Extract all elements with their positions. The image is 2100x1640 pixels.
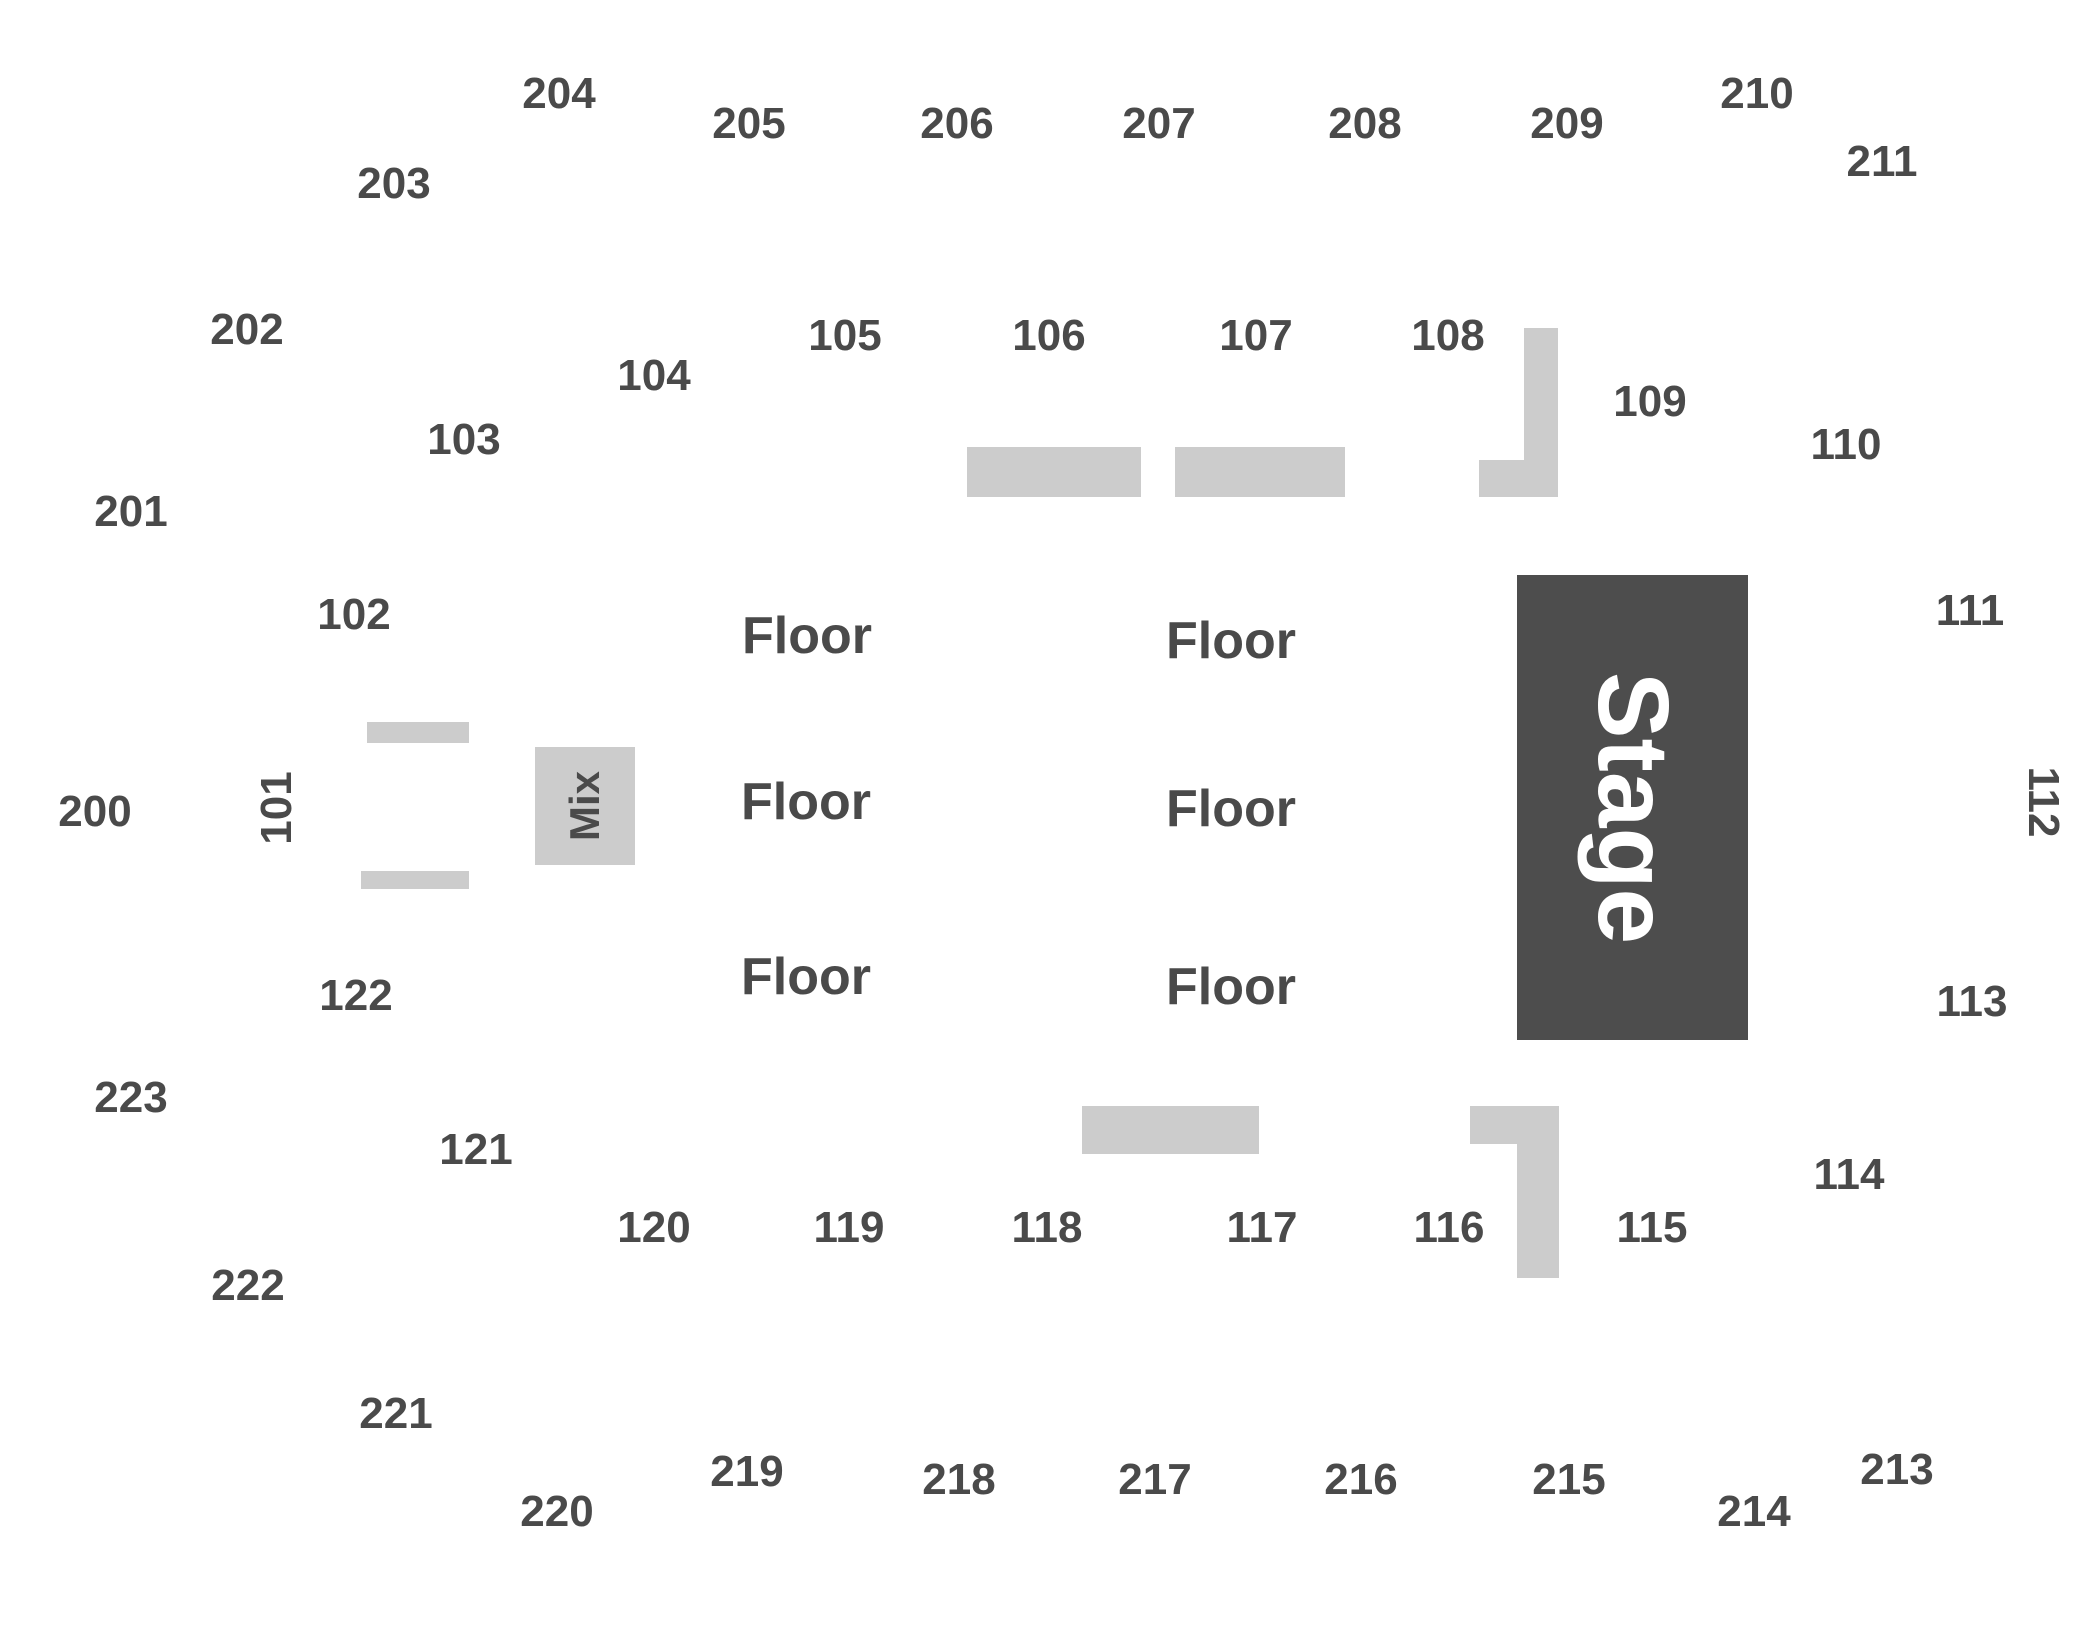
section-114[interactable]: 114 xyxy=(1813,1150,1885,1199)
section-211[interactable]: 211 xyxy=(1846,137,1918,186)
barrier-block xyxy=(361,871,469,889)
section-107[interactable]: 107 xyxy=(1219,311,1293,360)
section-109[interactable]: 109 xyxy=(1613,377,1687,426)
stage: Stage xyxy=(1517,575,1748,1040)
barrier-block xyxy=(367,722,469,743)
section-223[interactable]: 223 xyxy=(94,1073,168,1122)
section-208[interactable]: 208 xyxy=(1328,99,1402,148)
section-118[interactable]: 118 xyxy=(1011,1203,1083,1252)
section-122[interactable]: 122 xyxy=(319,971,393,1020)
barrier-block xyxy=(1082,1106,1259,1154)
barrier-block xyxy=(1175,447,1345,497)
section-103[interactable]: 103 xyxy=(427,415,501,464)
mix-label: Mix xyxy=(561,770,608,842)
section-219[interactable]: 219 xyxy=(710,1447,784,1496)
barrier-block xyxy=(1517,1106,1559,1278)
section-203[interactable]: 203 xyxy=(357,159,431,208)
section-213[interactable]: 213 xyxy=(1860,1445,1934,1494)
floor-section[interactable]: Floor xyxy=(1166,958,1296,1016)
section-201[interactable]: 201 xyxy=(94,487,168,536)
section-222[interactable]: 222 xyxy=(211,1261,285,1310)
barrier-block xyxy=(1479,460,1558,497)
section-102[interactable]: 102 xyxy=(317,590,391,639)
section-117[interactable]: 117 xyxy=(1226,1203,1298,1252)
section-119[interactable]: 119 xyxy=(813,1203,885,1252)
section-206[interactable]: 206 xyxy=(920,99,994,148)
section-105[interactable]: 105 xyxy=(808,311,882,360)
section-104[interactable]: 104 xyxy=(617,351,691,400)
section-204[interactable]: 204 xyxy=(522,69,596,118)
section-207[interactable]: 207 xyxy=(1122,99,1196,148)
section-210[interactable]: 210 xyxy=(1720,69,1794,118)
section-108[interactable]: 108 xyxy=(1411,311,1485,360)
section-209[interactable]: 209 xyxy=(1530,99,1604,148)
floor-section[interactable]: Floor xyxy=(1166,612,1296,670)
section-116[interactable]: 116 xyxy=(1413,1203,1485,1252)
section-113[interactable]: 113 xyxy=(1936,977,2008,1026)
section-110[interactable]: 110 xyxy=(1810,420,1882,469)
section-205[interactable]: 205 xyxy=(712,99,786,148)
barrier-block xyxy=(967,447,1141,497)
section-221[interactable]: 221 xyxy=(359,1389,433,1438)
mix-position: Mix xyxy=(535,747,635,865)
floor-section[interactable]: Floor xyxy=(742,607,872,665)
section-216[interactable]: 216 xyxy=(1324,1455,1398,1504)
section-217[interactable]: 217 xyxy=(1118,1455,1192,1504)
section-215[interactable]: 215 xyxy=(1532,1455,1606,1504)
floor-section[interactable]: Floor xyxy=(1166,780,1296,838)
section-202[interactable]: 202 xyxy=(210,305,284,354)
section-115[interactable]: 115 xyxy=(1616,1203,1688,1252)
section-121[interactable]: 121 xyxy=(439,1125,513,1174)
section-120[interactable]: 120 xyxy=(617,1203,691,1252)
section-220[interactable]: 220 xyxy=(520,1487,594,1536)
stage-label: Stage xyxy=(1576,671,1689,944)
floor-section[interactable]: Floor xyxy=(741,948,871,1006)
section-200[interactable]: 200 xyxy=(58,787,132,836)
section-101[interactable]: 101 xyxy=(252,771,301,845)
section-214[interactable]: 214 xyxy=(1717,1487,1791,1536)
floor-section[interactable]: Floor xyxy=(741,773,871,831)
section-218[interactable]: 218 xyxy=(922,1455,996,1504)
section-111[interactable]: 111 xyxy=(1935,586,2005,635)
section-112[interactable]: 112 xyxy=(2019,766,2068,838)
section-106[interactable]: 106 xyxy=(1012,311,1086,360)
